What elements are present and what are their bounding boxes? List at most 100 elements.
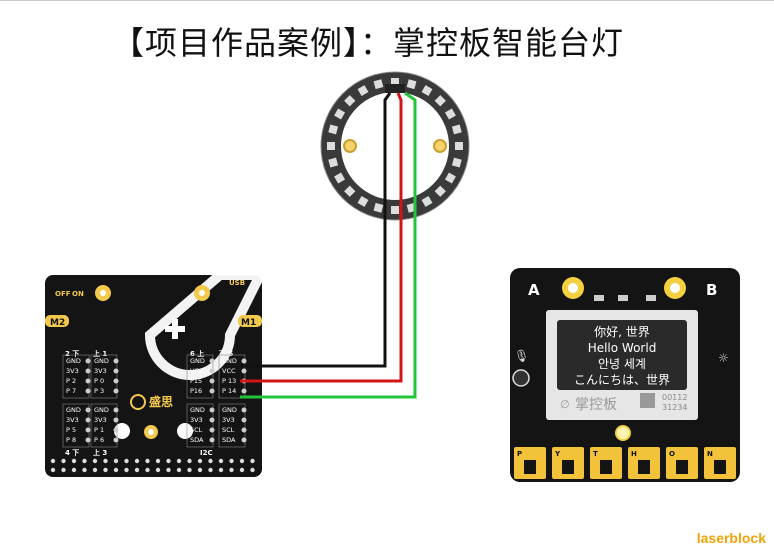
pin-label: SCL: [222, 426, 235, 434]
pin-hole: [113, 407, 119, 413]
pin-hole: [241, 368, 247, 374]
ring-pad-left: [343, 139, 357, 153]
led: [328, 124, 339, 135]
pin-hole: [209, 388, 215, 394]
pin-hole: [209, 368, 215, 374]
edge-pin-label: T: [593, 450, 598, 458]
pin-hole: [113, 437, 119, 443]
pin-label: SCL: [190, 426, 203, 434]
usb-label: USB: [229, 279, 245, 287]
motor-m1-label: M1: [241, 318, 256, 328]
pin-hole: [85, 417, 91, 423]
pin-label: P 6: [94, 436, 104, 444]
led: [373, 202, 384, 213]
edge-pin-label: N: [707, 450, 713, 458]
led: [434, 185, 446, 197]
pin-label: GND: [66, 406, 81, 414]
led: [344, 185, 356, 197]
switch-off-label: OFF: [55, 290, 71, 298]
pin-label: GND: [94, 406, 109, 414]
rgb-led: [615, 425, 631, 441]
pin-hole: [209, 407, 215, 413]
pin-label: GND: [66, 357, 81, 365]
pin-hole: [241, 437, 247, 443]
pin-hole: [241, 407, 247, 413]
screen-line: 안녕 세계: [598, 357, 646, 371]
button-b[interactable]: B: [706, 281, 717, 299]
led: [444, 108, 456, 120]
led: [357, 195, 369, 207]
pin-label: 3V3: [66, 416, 79, 424]
signal-wire: [240, 91, 417, 399]
edge-pin-label: O: [669, 450, 675, 458]
led: [334, 172, 346, 184]
expansion-board: OFF ON USB M2 M1 盛思 2 下 上 1 6 上 下 5 4 下 …: [45, 270, 269, 477]
gnd-wire: [240, 92, 392, 368]
edge-pin-label: P: [517, 450, 522, 458]
oled-screen: [557, 320, 687, 390]
pin-hole: [85, 427, 91, 433]
ring-connector: [385, 84, 405, 93]
pin-hole: [209, 417, 215, 423]
pin-hole: [85, 388, 91, 394]
top-border: [0, 0, 774, 1]
pin-hole: [241, 427, 247, 433]
pin-hole: [241, 388, 247, 394]
pin-label: GND: [94, 357, 109, 365]
led: [451, 124, 462, 135]
header-3-label: 上 3: [93, 448, 107, 457]
light-sensor-icon: ☼: [718, 351, 729, 365]
edge-pin-label: Y: [554, 450, 561, 458]
sensor-button[interactable]: [512, 369, 530, 387]
brand-logo-text: 盛思: [149, 394, 173, 409]
pin-hole: [241, 358, 247, 364]
pin-label: P15: [190, 377, 202, 385]
page-title: 【项目作品案例】：掌控板智能台灯: [112, 24, 625, 62]
serial-2: 31234: [662, 403, 687, 412]
qr-code-icon: [640, 393, 655, 408]
pin-label: VCC: [190, 367, 204, 375]
pin-label: GND: [190, 406, 205, 414]
board-brand: 掌控板: [575, 397, 617, 413]
pin-label: P 8: [66, 436, 76, 444]
pin-label: 3V3: [222, 416, 235, 424]
pin-label: SDA: [190, 436, 204, 444]
pin-hole: [113, 417, 119, 423]
pin-label: GND: [222, 357, 237, 365]
pin-hole: [85, 368, 91, 374]
pin-hole: [113, 427, 119, 433]
screen-line: Hello World: [588, 341, 657, 355]
pin-label: P16: [190, 387, 202, 395]
controller-board: A B 你好, 世界 Hello World 안녕 세계 こんにちは、世界 ∅ …: [510, 268, 740, 482]
pin-hole: [209, 378, 215, 384]
led: [334, 108, 346, 120]
serial-1: 00112: [662, 393, 687, 402]
pin-hole: [85, 437, 91, 443]
pin-hole: [113, 368, 119, 374]
pin-label: SDA: [222, 436, 236, 444]
pin-label: VCC: [222, 367, 236, 375]
edge-pin-label: H: [631, 450, 637, 458]
pin-label: P 14: [222, 387, 236, 395]
pin-hole: [209, 437, 215, 443]
pin-label: P 1: [94, 426, 104, 434]
pin-label: P 7: [66, 387, 76, 395]
pin-hole: [209, 358, 215, 364]
led: [357, 85, 369, 97]
vcc-wire: [240, 92, 403, 383]
pin-hole: [113, 358, 119, 364]
pin-label: 3V3: [94, 367, 107, 375]
screen-line: こんにちは、世界: [574, 373, 670, 387]
pin-label: P 2: [66, 377, 76, 385]
pin-hole: [85, 358, 91, 364]
pin-hole: [113, 388, 119, 394]
screen-line: 你好, 世界: [594, 325, 650, 339]
brand-logo-icon: [130, 394, 146, 410]
pin-label: GND: [222, 406, 237, 414]
header-2-label: 2 下: [65, 350, 79, 358]
ring-pad-right: [433, 139, 447, 153]
i2c-label: I2C: [200, 449, 213, 457]
pin-hole: [113, 378, 119, 384]
button-a[interactable]: A: [528, 281, 540, 299]
